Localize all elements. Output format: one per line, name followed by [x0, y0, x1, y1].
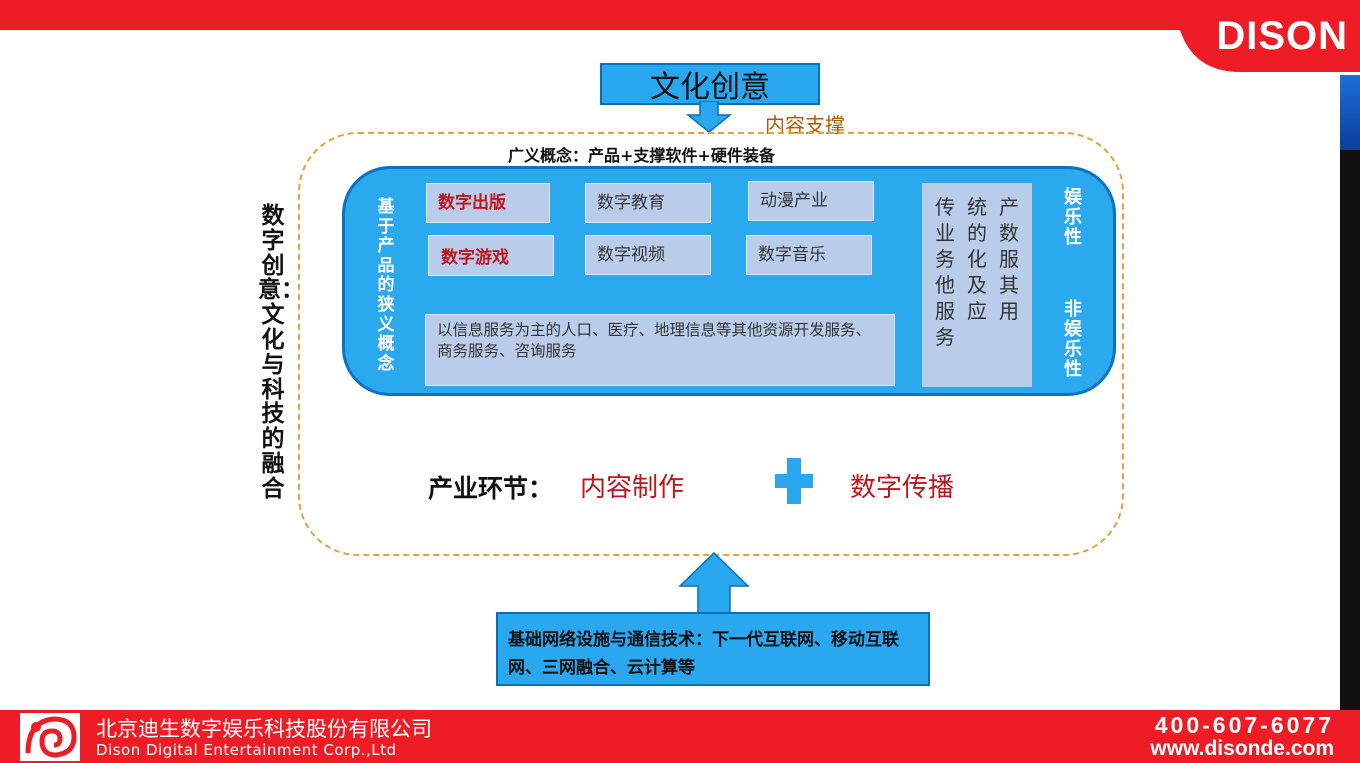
category-digital-music: 数字音乐 — [746, 235, 872, 275]
right-accent-stripe — [1340, 75, 1360, 150]
entertainment-label: 娱乐性 — [1064, 187, 1082, 248]
traditional-services-col-2: 统的化及应 — [967, 195, 987, 323]
info-services-box: 以信息服务为主的人口、医疗、地理信息等其他资源开发服务、商务服务、咨询服务 — [425, 314, 895, 386]
down-arrow-icon — [686, 101, 732, 133]
category-digital-games: 数字游戏 — [428, 235, 554, 276]
category-digital-publishing: 数字出版 — [426, 183, 550, 223]
company-name-en: Dison Digital Entertainment Corp.,Ltd — [96, 741, 397, 759]
company-name-cn: 北京迪生数字娱乐科技股份有限公司 — [96, 717, 432, 741]
brand-logo-text: DISON — [1216, 14, 1348, 58]
plus-icon-bar — [775, 474, 813, 488]
brand-logo-tab — [1170, 0, 1360, 72]
culture-creativity-box: 文化创意 — [600, 63, 820, 105]
phone-number: 400-607-6077 — [1154, 712, 1334, 738]
up-arrow-icon — [678, 552, 750, 614]
non-entertainment-label: 非娱乐性 — [1064, 299, 1082, 380]
content-production-label: 内容制作 — [580, 473, 685, 503]
category-animation-industry: 动漫产业 — [748, 181, 874, 221]
category-digital-video: 数字视频 — [585, 235, 711, 275]
right-dark-edge — [1340, 150, 1360, 710]
traditional-services-box — [922, 183, 1032, 387]
website-link[interactable]: www.disonde.com — [1150, 737, 1334, 760]
infrastructure-box: 基础网络设施与通信技术：下一代互联网、移动互联网、三网融合、云计算等 — [496, 612, 930, 686]
digital-propagation-label: 数字传播 — [850, 473, 955, 503]
footer-bar — [0, 710, 1360, 763]
traditional-services-col-3: 产数服其用 — [999, 195, 1019, 323]
company-logo-icon — [20, 713, 80, 761]
narrow-concept-label: 基于产品的狭义概念 — [377, 197, 395, 374]
category-digital-education: 数字教育 — [585, 183, 711, 223]
industry-chain-label: 产业环节： — [428, 474, 554, 503]
traditional-services-col-1: 传业务他服务 — [935, 195, 955, 349]
broad-concept-label: 广义概念：产品+支撑软件+硬件装备 — [508, 146, 775, 165]
header-bar — [0, 0, 1360, 30]
digital-creativity-title: 数字创意：文化与科技的融合 — [258, 202, 304, 502]
